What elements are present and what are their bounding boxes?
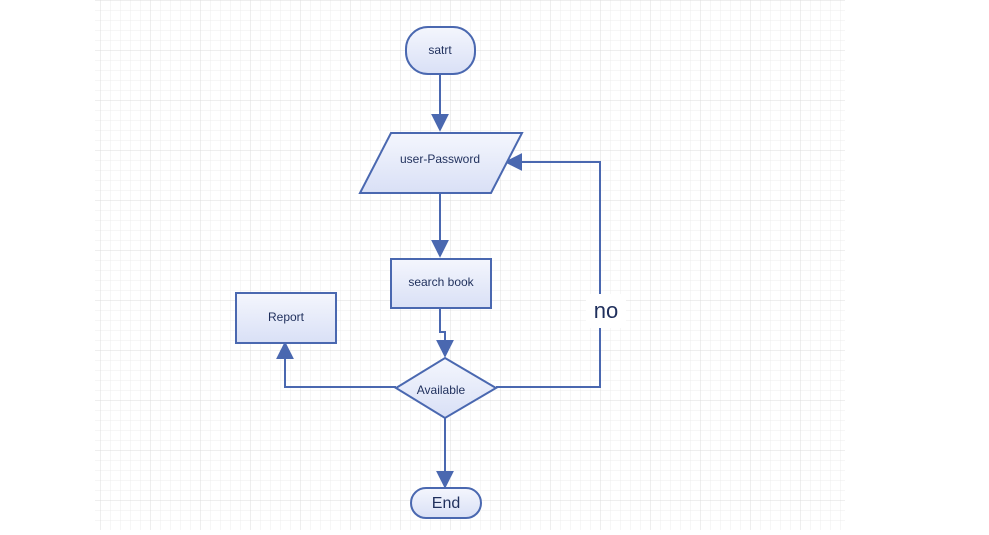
edge-decision-no-to-input <box>496 153 601 388</box>
report-shape <box>235 292 337 344</box>
process-label: search book <box>408 275 474 289</box>
input-shape <box>358 132 524 194</box>
edge-decision-to-report <box>276 341 396 388</box>
edge-process-to-decision <box>436 308 454 358</box>
connectors <box>276 74 601 489</box>
end-label: End <box>432 495 460 512</box>
node-decision[interactable]: Available <box>394 356 498 420</box>
input-label: user-Password <box>400 152 480 166</box>
node-input[interactable]: user-Password <box>358 132 524 194</box>
end-shape <box>410 487 482 519</box>
process-shape <box>390 258 492 309</box>
node-process[interactable]: search book <box>390 258 492 309</box>
report-label: Report <box>268 310 305 324</box>
decision-label: Available <box>417 383 466 397</box>
start-shape <box>405 26 476 75</box>
node-end[interactable]: End <box>410 487 482 519</box>
node-start[interactable]: satrt <box>405 26 476 75</box>
decision-shape <box>394 356 498 420</box>
edge-label-no: no <box>594 298 618 323</box>
edge-label-no-background <box>586 294 626 328</box>
node-report[interactable]: Report <box>235 292 337 344</box>
start-label: satrt <box>428 43 452 57</box>
